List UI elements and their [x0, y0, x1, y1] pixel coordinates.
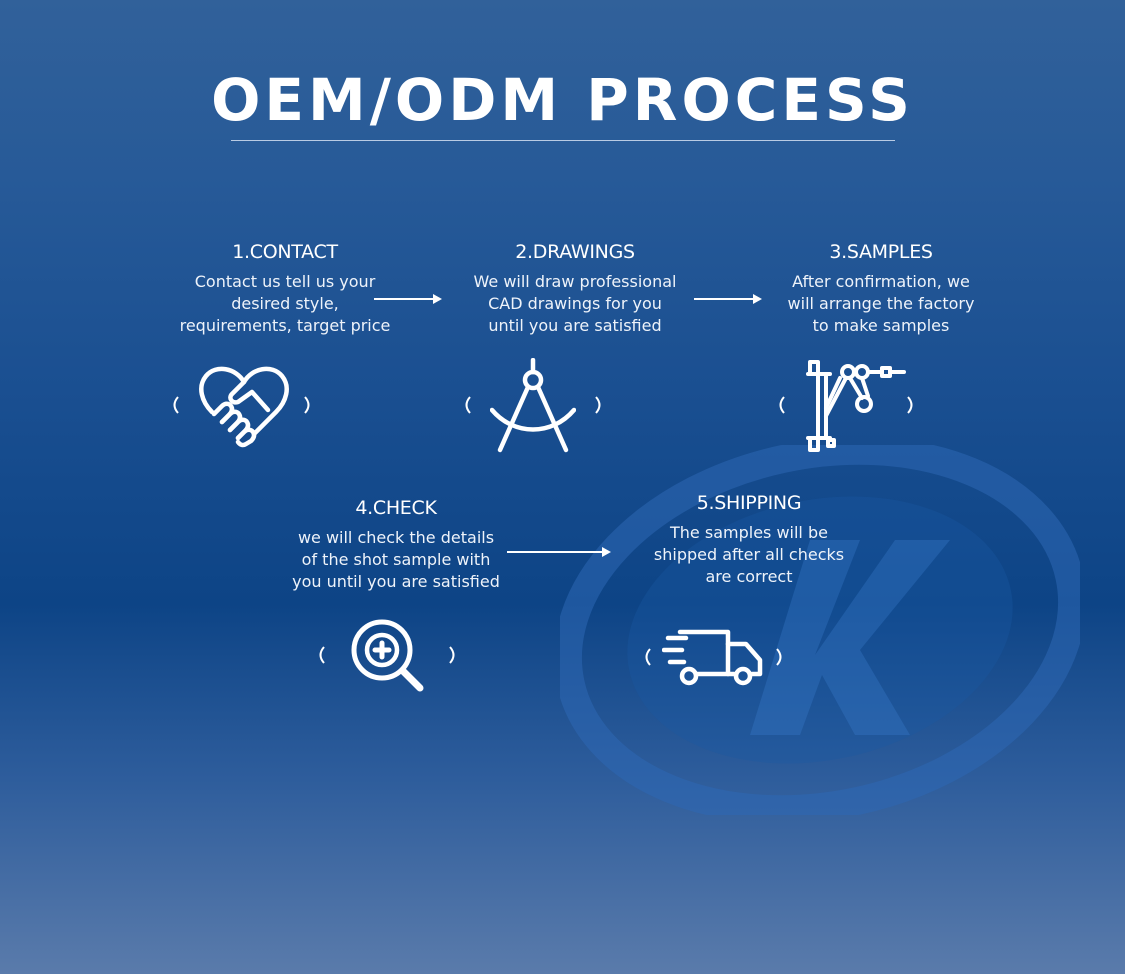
right-bracket-icon: [449, 646, 455, 664]
step-desc-line: until you are satisfied: [488, 316, 662, 335]
step-description: The samples will be shipped after all ch…: [638, 522, 860, 588]
page-title: OEM/ODM PROCESS: [211, 66, 914, 134]
step-desc-line: of the shot sample with: [301, 550, 491, 569]
step-desc-line: requirements, target price: [179, 316, 391, 335]
left-bracket-icon: [173, 396, 179, 414]
left-bracket-icon: [779, 396, 785, 414]
right-bracket-icon: [595, 396, 601, 414]
step-desc-line: shipped after all checks: [653, 545, 845, 564]
delivery-truck-icon: [662, 629, 763, 686]
step-shipping: 5.SHIPPING The samples will be shipped a…: [638, 492, 860, 588]
step-title: 3.SAMPLES: [829, 241, 933, 263]
right-bracket-icon: [776, 648, 782, 666]
step-desc-line: will arrange the factory: [787, 294, 975, 313]
step-title: 2.DRAWINGS: [515, 241, 635, 263]
right-bracket-icon: [304, 396, 310, 414]
left-bracket-icon: [645, 648, 651, 666]
step-check: 4.CHECK we will check the details of the…: [270, 497, 522, 593]
step-description: Contact us tell us your desired style, r…: [160, 271, 410, 337]
step-drawings: 2.DRAWINGS We will draw professional CAD…: [455, 241, 695, 337]
step-title: 1.CONTACT: [232, 241, 338, 263]
right-bracket-icon: [907, 396, 913, 414]
magnifier-plus-icon: [351, 619, 424, 692]
step-description: we will check the details of the shot sa…: [270, 527, 522, 593]
step-title: 4.CHECK: [355, 497, 437, 519]
step-desc-line: we will check the details: [297, 528, 495, 547]
left-bracket-icon: [319, 646, 325, 664]
step-title: 5.SHIPPING: [696, 492, 802, 514]
step-desc-line: CAD drawings for you: [488, 294, 662, 313]
step-desc-line: are correct: [705, 567, 793, 586]
arrow-right: [374, 293, 442, 305]
arrow-right: [507, 546, 611, 558]
step-desc-line: We will draw professional: [473, 272, 677, 291]
step-description: After confirmation, we will arrange the …: [770, 271, 992, 337]
step-description: We will draw professional CAD drawings f…: [455, 271, 695, 337]
step-contact: 1.CONTACT Contact us tell us your desire…: [160, 241, 410, 337]
step-desc-line: Contact us tell us your: [194, 272, 376, 291]
step-desc-line: you until you are satisfied: [292, 572, 500, 591]
logo-watermark: [560, 445, 1080, 815]
handshake-icon: [199, 366, 289, 448]
step-desc-line: After confirmation, we: [792, 272, 970, 291]
step-desc-line: desired style,: [231, 294, 339, 313]
step-desc-line: to make samples: [812, 316, 950, 335]
title-underline: [231, 140, 895, 141]
step-desc-line: The samples will be: [670, 523, 828, 542]
step-samples: 3.SAMPLES After confirmation, we will ar…: [770, 241, 992, 337]
robotic-arm-icon: [806, 360, 906, 452]
left-bracket-icon: [465, 396, 471, 414]
compass-icon: [490, 358, 576, 453]
arrow-right: [694, 293, 762, 305]
